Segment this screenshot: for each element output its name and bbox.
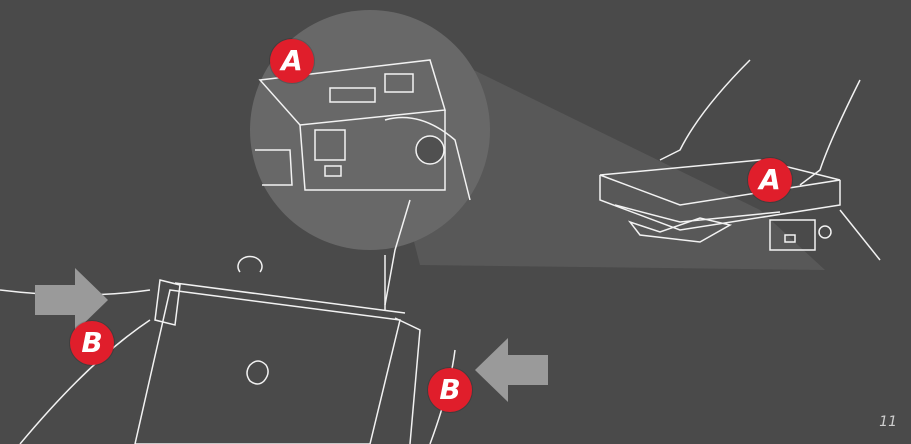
push-arrow-icon xyxy=(475,338,548,402)
power-button-icon xyxy=(416,136,444,164)
page-number: 11 xyxy=(879,414,897,430)
callout-a-zoom: A xyxy=(270,39,314,83)
callout-a-dock: A xyxy=(748,158,792,202)
power-button-icon xyxy=(819,226,831,238)
callout-b-right: B xyxy=(428,368,472,412)
callout-b-left: B xyxy=(70,321,114,365)
apple-logo-icon xyxy=(247,361,268,384)
laptop-illustration xyxy=(0,255,455,444)
